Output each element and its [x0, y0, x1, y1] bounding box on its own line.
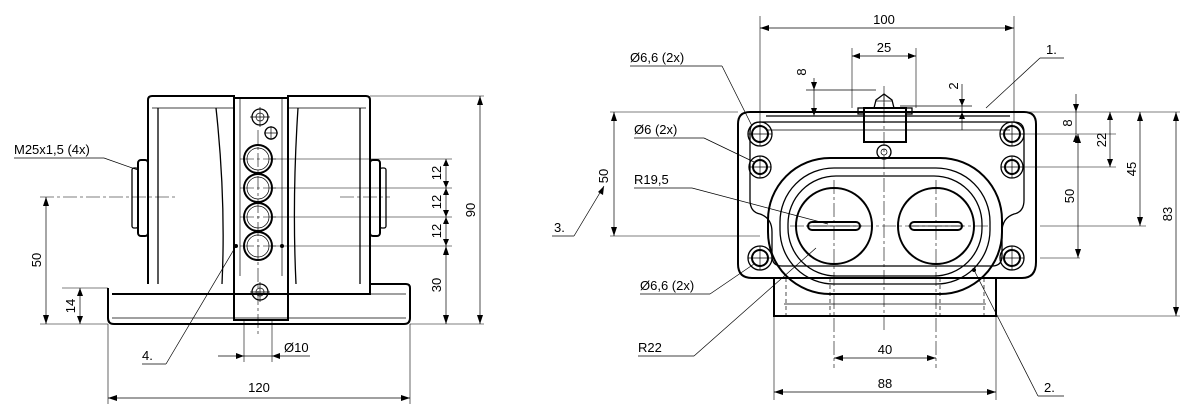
- left-base-flange: [107, 283, 411, 325]
- dim-2: 2: [946, 82, 961, 89]
- dim-8-right: 8: [1060, 119, 1075, 126]
- callout-hole-top: Ø6,6 (2x): [630, 50, 684, 65]
- front-flange-outline: [737, 111, 1037, 279]
- callout-hole-bottom: Ø6,6 (2x): [640, 278, 694, 293]
- right-view: 100 25 8 2 50 8 22 50 45: [552, 12, 1180, 400]
- dim-22: 22: [1094, 133, 1109, 147]
- central-plate: [233, 97, 289, 321]
- dim-83: 83: [1160, 207, 1175, 221]
- dim-30: 30: [429, 278, 444, 292]
- dim-120: 120: [248, 380, 270, 395]
- item-label-3: 3.: [554, 220, 565, 235]
- callout-r22: R22: [638, 340, 662, 355]
- item-label-2: 2.: [1044, 380, 1055, 395]
- dim-90: 90: [463, 203, 478, 217]
- left-housing-curve: [215, 107, 224, 285]
- dim-14: 14: [63, 299, 78, 313]
- left-housing-right-block: [287, 95, 371, 284]
- dim-d10: Ø10: [284, 340, 309, 355]
- left-housing-left-block: [147, 95, 235, 284]
- dim-50-left: 50: [29, 253, 44, 267]
- button-recess-inner: [779, 167, 991, 285]
- dim-12-c: 12: [429, 224, 444, 238]
- button-recess-outer: [767, 157, 1003, 295]
- indicator-lamps: [234, 144, 284, 261]
- thread-callout: M25x1,5 (4x): [14, 142, 90, 157]
- cable-gland-left: [131, 159, 149, 237]
- top-switch: [857, 93, 913, 160]
- front-lower-housing: [773, 278, 997, 317]
- dim-12-a: 12: [429, 166, 444, 180]
- plate-screw-top: [250, 107, 270, 127]
- mounting-hole-ml: [748, 155, 772, 179]
- dim-88: 88: [878, 376, 892, 391]
- item-label-4: 4.: [142, 348, 153, 363]
- dim-12-b: 12: [429, 195, 444, 209]
- dim-25: 25: [877, 40, 891, 55]
- mounting-hole-br: [999, 245, 1025, 271]
- mounting-hole-tr: [999, 121, 1025, 147]
- callout-r195: R19,5: [634, 172, 669, 187]
- dim-45: 45: [1124, 162, 1139, 176]
- mounting-hole-bl: [747, 245, 773, 271]
- mounting-hole-mr: [1000, 155, 1024, 179]
- cable-gland-right: [369, 159, 387, 237]
- item-label-1: 1.: [1046, 42, 1057, 57]
- dim-8-top: 8: [794, 68, 809, 75]
- front-flange-inner: [749, 121, 1025, 267]
- left-housing-curve-2: [293, 107, 299, 285]
- dim-50-front-left: 50: [596, 169, 611, 183]
- plate-screw-bottom: [250, 282, 270, 302]
- dim-40: 40: [878, 342, 892, 357]
- callout-hole-mid: Ø6 (2x): [634, 122, 677, 137]
- dim-50-front-right: 50: [1062, 189, 1077, 203]
- dim-100: 100: [873, 12, 895, 27]
- plate-screw-small: [264, 126, 278, 140]
- left-view: 50 14 12 12 12 30 90 120 Ø10 M25x1,5 (4x…: [14, 95, 484, 404]
